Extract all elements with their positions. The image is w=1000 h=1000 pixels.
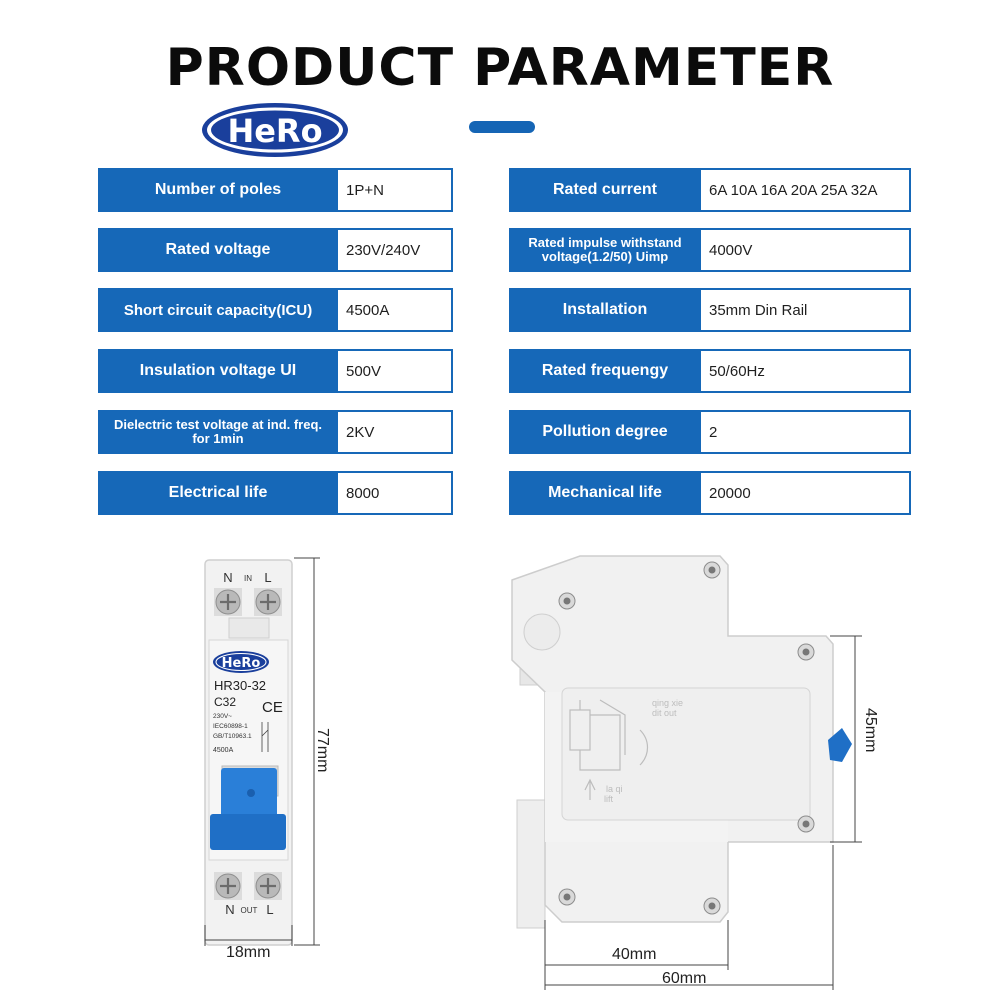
front-standard-2-text: GB/T10963.1 [213, 733, 252, 740]
dimension-height-label: 77mm [314, 728, 331, 773]
parameter-value: 500V [338, 349, 453, 393]
front-voltage-text: 230V~ [213, 713, 232, 720]
brand-logo: HeRo [202, 103, 348, 157]
front-top-screw-right [254, 588, 282, 616]
parameter-label: Short circuit capacity(ICU) [98, 288, 338, 332]
parameter-value: 6A 10A 16A 20A 25A 32A [701, 168, 911, 212]
parameter-label: Insulation voltage UI [98, 349, 338, 393]
parameter-label: Number of poles [98, 168, 338, 212]
page-title: PRODUCT PARAMETER [165, 38, 835, 98]
parameter-value: 20000 [701, 471, 911, 515]
dimension-side-depth-inner-label: 40mm [612, 946, 657, 963]
dimension-side-height-label: 45mm [862, 708, 879, 753]
parameter-label: Mechanical life [509, 471, 701, 515]
dimension-side-depth-total-label: 60mm [662, 970, 707, 987]
side-marking-2: dit out [652, 708, 677, 718]
parameter-label: Rated voltage [98, 228, 338, 272]
parameter-label: Installation [509, 288, 701, 332]
parameter-value: 230V/240V [338, 228, 453, 272]
dimension-width-front-line [204, 925, 293, 946]
front-bottom-l-label: L [266, 902, 273, 917]
front-top-screw-left [214, 588, 242, 616]
front-bottom-out-label: OUT [241, 906, 258, 915]
parameter-row: Dielectric test voltage at ind. freq. fo… [98, 410, 453, 454]
brand-logo-text: HeRo [227, 112, 322, 150]
front-top-l-label: L [264, 570, 271, 585]
parameter-value: 8000 [338, 471, 453, 515]
side-marking-3: la qi [606, 784, 623, 794]
parameter-value: 50/60Hz [701, 349, 911, 393]
parameter-value: 2KV [338, 410, 453, 454]
side-screw [558, 561, 815, 915]
dimension-side-depth-inner-line [544, 920, 729, 990]
parameter-row: Rated impulse withstand voltage(1.2/50) … [509, 228, 911, 272]
front-rating-text: C32 [214, 695, 236, 709]
parameter-label: Electrical life [98, 471, 338, 515]
parameter-row: Short circuit capacity(ICU)4500A [98, 288, 453, 332]
front-top-n-label: N [223, 570, 232, 585]
parameter-label: Rated impulse withstand voltage(1.2/50) … [509, 228, 701, 272]
device-front-view: N IN L HeRo HR30-32 C32 CE 230V~ IEC6089… [204, 559, 293, 946]
parameter-label: Rated frequengy [509, 349, 701, 393]
title-accent-bar [469, 121, 535, 133]
front-breaking-text: 4500A [213, 747, 234, 754]
dimension-side-height-line [830, 635, 862, 843]
parameter-label: Rated current [509, 168, 701, 212]
front-brand-text: HeRo [222, 656, 261, 671]
parameter-value: 1P+N [338, 168, 453, 212]
front-bottom-n-label: N [225, 902, 234, 917]
parameter-value: 2 [701, 410, 911, 454]
front-bottom-screw-right [254, 872, 282, 900]
device-side-view: qing xie dit out la qi lift [511, 555, 852, 929]
parameter-value: 4000V [701, 228, 911, 272]
front-toggle-handle [210, 768, 286, 850]
side-toggle-handle [828, 728, 852, 762]
parameter-label: Pollution degree [509, 410, 701, 454]
side-marking-4: lift [604, 794, 613, 804]
parameter-value: 35mm Din Rail [701, 288, 911, 332]
parameter-value: 4500A [338, 288, 453, 332]
front-ce-mark: CE [262, 699, 283, 716]
dimension-width-front-label: 18mm [226, 944, 271, 961]
side-marking-1: qing xie [652, 698, 683, 708]
front-bottom-screw-left [214, 872, 242, 900]
front-standard-1-text: IEC60898-1 [213, 723, 248, 730]
dimension-side-depth-total-line [545, 845, 834, 990]
front-model-text: HR30-32 [214, 678, 266, 693]
parameter-label: Dielectric test voltage at ind. freq. fo… [98, 410, 338, 454]
dimension-height-line [294, 557, 320, 946]
front-top-in-label: IN [244, 574, 252, 583]
